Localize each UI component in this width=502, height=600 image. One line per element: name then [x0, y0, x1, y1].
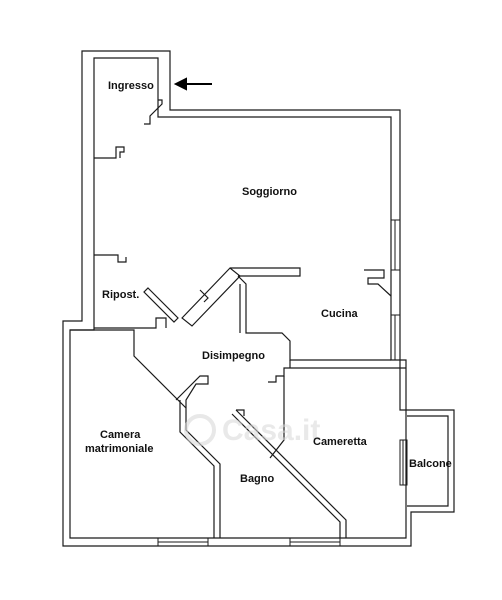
interior-walls: [70, 99, 406, 538]
room-label-soggiorno: Soggiorno: [242, 186, 297, 198]
balcony-railing: [407, 415, 449, 507]
room-label-disimpegno: Disimpegno: [202, 350, 265, 362]
watermark: Casa.it: [222, 414, 320, 447]
arrow-left-icon: [173, 77, 212, 91]
room-label-ripostiglio: Ripost.: [102, 289, 139, 301]
room-label-camera-line2: matrimoniale: [85, 443, 153, 455]
windows: [157, 219, 408, 547]
room-label-ingresso: Ingresso: [108, 80, 154, 92]
room-label-balcone: Balcone: [409, 458, 452, 470]
room-label-bagno: Bagno: [240, 473, 275, 485]
room-label-camera-line1: Camera: [100, 429, 141, 441]
room-label-cameretta: Cameretta: [313, 436, 368, 448]
room-label-cucina: Cucina: [321, 308, 359, 320]
casa-logo-icon: [184, 414, 216, 446]
